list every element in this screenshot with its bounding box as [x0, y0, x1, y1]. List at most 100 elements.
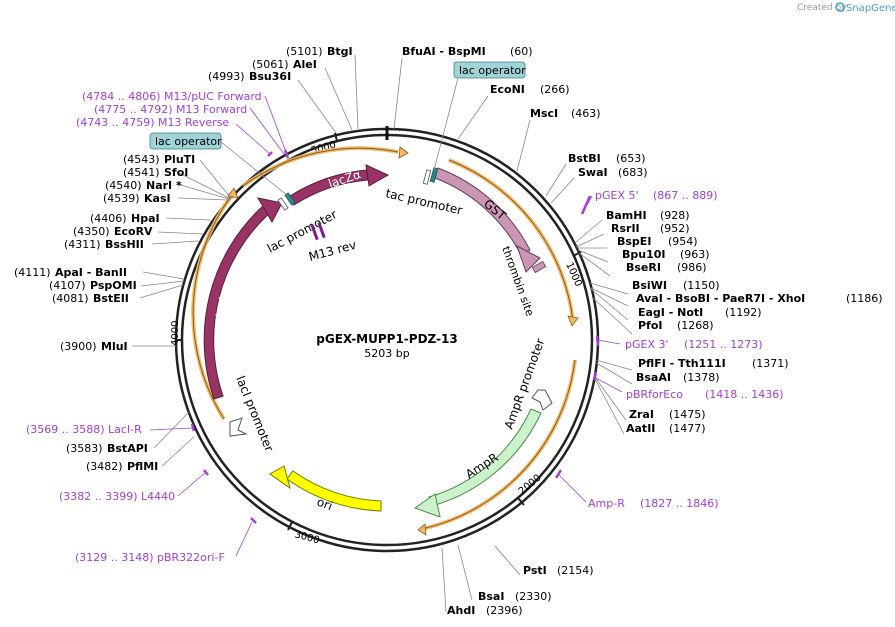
site-swai-pos: (683)	[618, 166, 648, 179]
primer-m13puc-range: (4784 .. 4806)	[82, 90, 161, 103]
site-bsai: BsaI	[478, 590, 504, 603]
primer-markers	[149, 95, 623, 557]
site-aatii: AatII	[626, 422, 655, 435]
site-nari: NarI *	[146, 179, 182, 192]
orf-lacza-arrow	[398, 146, 409, 159]
site-pflfi: PflFI - Tth111I	[638, 357, 726, 370]
lac-operator-leader-right	[433, 77, 459, 171]
site-bamhi-pos: (928)	[660, 209, 690, 222]
credit-text: Created by	[797, 3, 847, 13]
site-bstbi: BstBI	[568, 152, 601, 165]
orf-ampr-arrow	[417, 523, 427, 536]
primer-ampr-name: Amp-R	[588, 497, 625, 510]
site-sfoi: SfoI	[164, 166, 188, 179]
site-swai: SwaI	[578, 166, 608, 179]
right-site-leaders	[393, 57, 633, 613]
feature-lacza-arrow	[365, 164, 390, 187]
site-bsshii-pos: (4311)	[64, 238, 101, 251]
site-eagi-pos: (1192)	[725, 306, 762, 319]
site-bpu10i: Bpu10I	[622, 248, 666, 261]
tick-label-4000: 4000	[170, 321, 181, 346]
site-apai: ApaI - BanII	[55, 266, 127, 279]
primer-l4440-name: L4440	[141, 490, 175, 503]
feature-m13-rev-label: M13 rev	[307, 238, 358, 264]
site-mlui-pos: (3900)	[60, 340, 97, 353]
site-ahdi-pos: (2396)	[486, 604, 523, 617]
site-bsaai: BsaAI	[636, 371, 671, 384]
primer-pgex3-range: (1251 .. 1273)	[684, 338, 763, 351]
site-pspomi-pos: (4107)	[49, 279, 86, 292]
site-msci-pos: (463)	[571, 107, 601, 120]
feature-ori-arrow	[269, 465, 291, 490]
primer-pgex5-name: pGEX 5'	[595, 189, 639, 202]
site-btgi: BtgI	[327, 45, 353, 58]
orf-highlight-edges	[192, 147, 576, 530]
site-aatii-pos: (1477)	[669, 422, 706, 435]
primer-m13fwd-range: (4775 .. 4792)	[94, 103, 173, 116]
site-pluti: PluTI	[164, 153, 195, 166]
site-ecorv-pos: (4350)	[73, 225, 110, 238]
site-pfoi: PfoI	[638, 319, 663, 332]
site-hpai: HpaI	[131, 212, 160, 225]
feature-tac-promoter-mark[interactable]	[422, 169, 432, 185]
site-zrai: ZraI	[629, 408, 654, 421]
site-econi-pos: (266)	[540, 83, 570, 96]
site-bsteii: BstEII	[93, 292, 129, 305]
primer-pbrforeco-name: pBRforEco	[626, 388, 683, 401]
tick-3000	[287, 521, 293, 531]
site-bsaai-pos: (1378)	[683, 371, 720, 384]
site-psti-pos: (2154)	[557, 564, 594, 577]
site-pflmi: PflMI	[127, 460, 158, 473]
feature-ampr[interactable]	[428, 408, 542, 507]
primer-labels: pGEX 5' (867 .. 889) pGEX 3' (1251 .. 12…	[26, 90, 784, 564]
feature-laci[interactable]	[203, 204, 272, 400]
site-apai-pos: (4111)	[14, 266, 51, 279]
tick-2000	[517, 497, 525, 506]
site-bspei: BspEI	[617, 235, 651, 248]
site-bseri-pos: (986)	[677, 261, 707, 274]
feature-lacza-label: lacZα	[327, 167, 363, 191]
lac-operator-callout-left[interactable]	[149, 132, 222, 150]
brand-text: SnapGene	[846, 3, 895, 14]
primer-pbrforeco-range: (1418 .. 1436)	[705, 388, 784, 401]
primer-l4440-range: (3382 .. 3399)	[59, 490, 138, 503]
orf-ampr	[421, 359, 577, 531]
site-bsu36i-pos: (4993)	[208, 70, 245, 83]
tick-5000	[334, 132, 338, 142]
site-pluti-pos: (4543)	[123, 153, 160, 166]
feature-thrombin-site[interactable]	[531, 260, 547, 274]
feature-laci-promoter[interactable]	[229, 417, 248, 437]
site-nari-pos: (4540)	[105, 179, 142, 192]
primer-laci-r-name: LacI-R	[108, 423, 142, 436]
site-pflmi-pos: (3482)	[86, 460, 123, 473]
primer-m13rev-range: (4743 .. 4759)	[76, 116, 155, 129]
site-alei: AleI	[293, 58, 317, 71]
site-kasi-pos: (4539)	[103, 192, 140, 205]
site-bsai-pos: (2330)	[515, 590, 552, 603]
primer-m13fwd-name: M13 Forward	[176, 103, 247, 116]
site-bfuai-pos: (60)	[510, 45, 533, 58]
site-msci: MscI	[530, 107, 558, 120]
site-zrai-pos: (1475)	[669, 408, 706, 421]
feature-lac-operator-right[interactable]	[429, 167, 439, 183]
primer-pgex5-range: (867 .. 889)	[653, 189, 718, 202]
feature-m13-rev[interactable]	[310, 222, 326, 241]
feature-gst-arrow	[516, 244, 541, 273]
site-bfuai: BfuAI - BspMI	[402, 45, 486, 58]
right-site-labels: BfuAI - BspMI (60) EcoNI (266) MscI (463…	[402, 45, 883, 617]
lac-operator-callout-right[interactable]	[453, 61, 526, 79]
site-pflfi-pos: (1371)	[752, 357, 789, 370]
feature-laci-label: lacI	[213, 296, 230, 319]
site-bamhi: BamHI	[606, 209, 647, 222]
site-psti: PstI	[523, 564, 547, 577]
primer-m13rev-name: M13 Reverse	[158, 116, 229, 129]
feature-lac-promoter-mark[interactable]	[277, 197, 289, 211]
site-alei-pos: (5061)	[252, 58, 289, 71]
site-bsiwi: BsiWI	[632, 279, 667, 292]
plasmid-length: 5203 bp	[364, 347, 409, 360]
site-pfoi-pos: (1268)	[677, 319, 714, 332]
site-bsshii: BssHII	[105, 238, 144, 251]
feature-ori[interactable]	[286, 470, 382, 512]
feature-ampr-promoter[interactable]	[531, 389, 553, 411]
